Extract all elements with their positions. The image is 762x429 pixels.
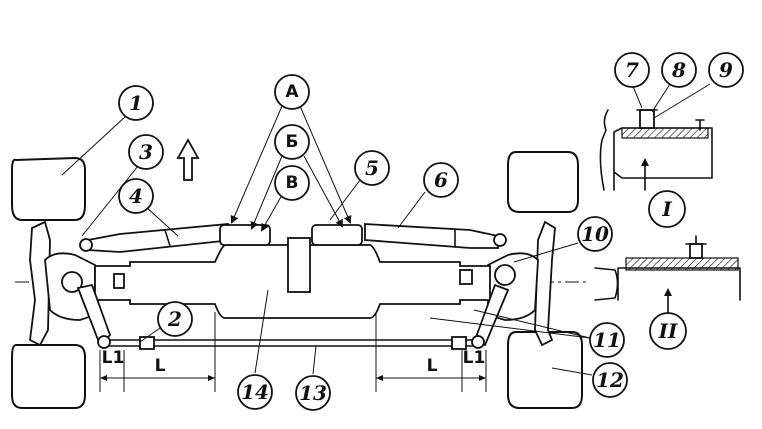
callout-7: 7 [614,52,650,88]
dimension-l-right: L [427,356,438,376]
right-tie-rod-arm [473,283,510,347]
svg-text:4: 4 [129,184,143,208]
detail-view-2-label: II [649,312,687,350]
detail-view-1 [599,109,713,191]
front-left-tire [11,156,86,221]
svg-text:2: 2 [167,307,182,331]
svg-text:А: А [285,82,299,102]
dimension-l1-right: L1 [463,348,486,368]
callout-3: 3 [128,134,164,170]
svg-text:12: 12 [596,368,624,392]
leader-lines [61,83,711,376]
callout-2: 2 [157,301,193,337]
front-right-tire [507,151,579,213]
callout-11: 11 [589,322,625,358]
callout-9: 9 [708,52,744,88]
right-steering-cylinder [364,223,499,249]
dimension-l1-left: L1 [102,348,125,368]
callout-10: 10 [577,216,613,252]
rear-left-tire [11,344,86,409]
svg-text:11: 11 [593,328,621,352]
callout-12: 12 [592,362,628,398]
right-tie-rod-ball-joint [471,335,485,349]
axle-beam [94,237,491,319]
dimension-l-left: L [155,356,166,376]
callout-4: 4 [118,178,154,214]
callout-1: 1 [118,85,154,121]
svg-text:В: В [286,173,299,193]
rear-right-tire [507,331,583,409]
forward-direction-arrow [176,138,200,181]
marker-b: Б [274,124,310,160]
marker-v: В [274,165,310,201]
tie-rod [105,336,479,350]
detail-view-2 [594,235,741,313]
left-cylinder-bracket [219,224,271,246]
svg-text:10: 10 [581,222,609,246]
marker-a: А [274,74,310,110]
svg-text:5: 5 [365,156,379,180]
svg-text:9: 9 [719,58,733,82]
callout-5: 5 [354,150,390,186]
detail-view-1-label: I [648,190,686,228]
callout-8: 8 [661,52,697,88]
left-steering-knuckle [29,220,96,347]
svg-text:6: 6 [434,168,448,192]
svg-text:7: 7 [625,58,639,82]
callout-14: 14 [237,374,273,410]
left-steering-cylinder [87,223,234,253]
dimension-lines [99,312,487,392]
svg-text:3: 3 [139,140,153,164]
svg-text:I: I [661,197,672,221]
callout-13: 13 [295,375,331,411]
right-cylinder-ball-joint [493,233,507,247]
svg-text:8: 8 [671,58,686,82]
svg-text:14: 14 [241,380,269,404]
left-cylinder-ball-joint [79,238,93,252]
left-tie-rod-ball-joint [97,335,111,349]
left-tie-rod-arm [76,283,112,347]
callout-6: 6 [423,162,459,198]
right-cylinder-bracket [311,224,363,246]
svg-text:1: 1 [129,91,143,115]
svg-text:Б: Б [286,132,299,152]
svg-text:13: 13 [299,381,327,405]
svg-text:II: II [658,319,678,343]
